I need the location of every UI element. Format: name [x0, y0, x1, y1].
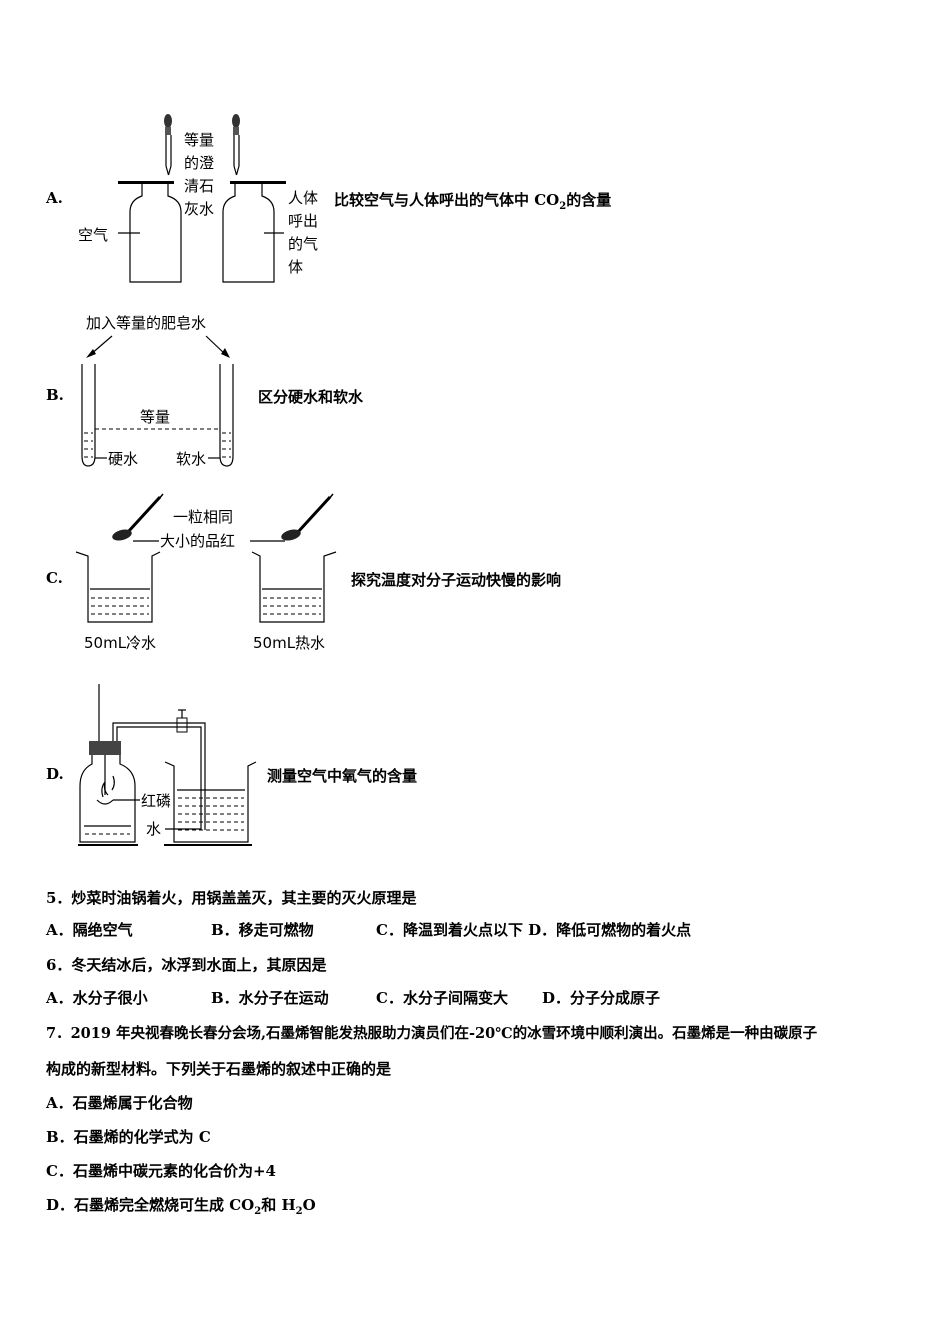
question-6-option-b: B．水分子在运动	[211, 989, 329, 1007]
clamp-icon	[176, 709, 188, 733]
option-a-letter: A.	[46, 189, 63, 207]
water-label: 水	[146, 820, 161, 838]
option-b-caption: 区分硬水和软水	[258, 388, 364, 406]
equal-amount-label: 等量	[140, 408, 170, 426]
option-d-letter: D.	[46, 765, 64, 783]
reagent-label-2: 的澄	[184, 154, 214, 172]
exhaled-label-4: 体	[288, 258, 303, 276]
reagent-label-4: 灰水	[184, 200, 214, 218]
experiment-d-figure: 红磷 水	[78, 684, 257, 846]
option-b-letter: B.	[46, 386, 64, 404]
air-label: 空气	[78, 226, 108, 244]
test-tube-right-icon	[219, 364, 234, 467]
question-6-option-d: D．分子分成原子	[542, 989, 661, 1007]
question-6-option-a: A．水分子很小	[46, 989, 148, 1007]
question-5-option-cd: C．降温到着火点以下 D．降低可燃物的着火点	[376, 921, 692, 939]
red-phosphorus-label: 红磷	[141, 792, 171, 810]
question-5-option-b: B．移走可燃物	[211, 921, 314, 939]
experiment-c-figure: 一粒相同 大小的品红 50mL冷水 50mL热水	[75, 493, 337, 652]
stopper-icon	[89, 741, 121, 755]
option-c-caption: 探究温度对分子运动快慢的影响	[351, 571, 562, 589]
question-7-stem-line2: 构成的新型材料。下列关于石墨烯的叙述中正确的是	[46, 1060, 392, 1078]
dye-label-1: 一粒相同	[173, 508, 233, 526]
gas-bottle-left-icon	[118, 181, 182, 283]
question-5-option-a: A．隔绝空气	[46, 921, 133, 939]
hot-water-label: 50mL热水	[253, 634, 325, 652]
soft-water-label: 软水	[176, 450, 206, 468]
option-c-letter: C.	[46, 569, 63, 587]
option-a-caption: 比较空气与人体呼出的气体中 CO2的含量	[334, 191, 612, 212]
experiment-b-figure: 加入等量的肥皂水 等量 硬水 软水	[81, 314, 234, 468]
question-7-option-a: A．石墨烯属于化合物	[46, 1094, 193, 1112]
beaker-right-icon	[251, 551, 337, 623]
beaker-left-icon	[75, 551, 161, 623]
question-7-option-b: B．石墨烯的化学式为 C	[46, 1128, 211, 1146]
reagent-label-1: 等量	[184, 131, 214, 149]
dye-label-2: 大小的品红	[160, 532, 235, 550]
spoon-right-icon	[281, 493, 334, 541]
question-7-stem-line1: 7．2019 年央视春晚长春分会场,石墨烯智能发热服助力演员们在-20℃的冰雪环…	[46, 1025, 818, 1042]
question-7-option-d: D．石墨烯完全燃烧可生成 CO2和 H2O	[46, 1196, 316, 1217]
question-6-stem: 6．冬天结冰后，冰浮到水面上，其原因是	[46, 956, 327, 974]
question-5-stem: 5．炒菜时油锅着火，用锅盖盖灭，其主要的灭火原理是	[46, 889, 417, 907]
question-6-option-c: C．水分子间隔变大	[376, 989, 508, 1007]
dropper-right-icon	[232, 114, 240, 176]
exhaled-label-3: 的气	[288, 235, 318, 253]
hard-water-label: 硬水	[108, 450, 138, 468]
dropper-left-icon	[164, 114, 172, 176]
cold-water-label: 50mL冷水	[84, 634, 156, 652]
exhaled-label-2: 呼出	[288, 212, 318, 230]
reagent-label-3: 清石	[184, 177, 214, 195]
experiment-a-figure: 等量 的澄 清石 灰水 空气 人体 呼出 的气 体	[78, 114, 318, 283]
question-7-option-c: C．石墨烯中碳元素的化合价为+4	[46, 1162, 276, 1180]
gas-bottle-right-icon	[222, 181, 286, 283]
spoon-left-icon	[112, 493, 164, 541]
option-d-caption: 测量空气中氧气的含量	[267, 767, 418, 785]
soap-water-label: 加入等量的肥皂水	[86, 314, 206, 332]
gas-jar-icon	[79, 755, 136, 843]
water-beaker-icon	[164, 761, 257, 843]
test-tube-left-icon	[81, 364, 96, 467]
exhaled-label-1: 人体	[288, 189, 318, 207]
